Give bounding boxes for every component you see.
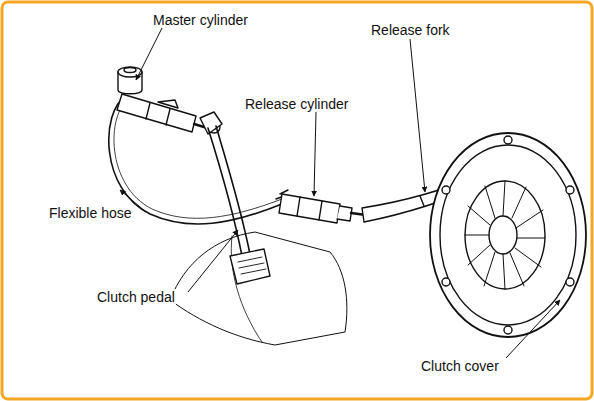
spring-center: [489, 216, 517, 254]
cover-bolt: [566, 186, 574, 194]
leader-line: [136, 28, 162, 80]
part-label: Clutch pedal: [96, 289, 176, 305]
cover-bolt: [442, 278, 450, 286]
fork-pivot: [420, 196, 424, 206]
cylinder-ring: [166, 109, 170, 125]
leader-lines: [120, 28, 560, 358]
spring-finger: [465, 181, 545, 289]
line-art: [109, 67, 586, 345]
floor-panel: [170, 232, 347, 345]
clutch-cover-face: [440, 145, 576, 325]
pedal-grip: [238, 257, 266, 274]
leader-line: [314, 112, 316, 196]
pedal-arm: [208, 128, 242, 256]
cover-bolt: [504, 136, 512, 144]
pedal-pivot-bracket: [200, 112, 222, 134]
leader-line: [410, 39, 425, 192]
release-cylinder-body: [279, 194, 340, 223]
part-label: Clutch cover: [420, 358, 500, 374]
pedal-arm: [216, 126, 250, 254]
mounting-flange: [158, 100, 178, 108]
leader-line: [188, 230, 238, 292]
cylinder-ring: [146, 103, 150, 119]
cover-bolt: [442, 186, 450, 194]
cover-bolt: [566, 278, 574, 286]
clutch-cover-rim: [430, 133, 586, 337]
cover-bolts: [442, 136, 574, 334]
part-label: Master cylinder: [152, 12, 249, 28]
reservoir-cap-top: [124, 68, 136, 73]
spring-fingers: [465, 181, 545, 289]
cylinder-ring: [297, 197, 322, 220]
cover-bolt: [504, 326, 512, 334]
part-label: Release fork: [370, 22, 451, 38]
part-label: Release cylinder: [244, 96, 350, 112]
part-label: Flexible hose: [48, 205, 133, 221]
master-cylinder-body: [117, 94, 196, 132]
diaphragm-spring: [465, 181, 545, 289]
leader-line: [506, 300, 560, 358]
pedal-pad: [230, 249, 270, 284]
dust-boot: [337, 206, 352, 221]
